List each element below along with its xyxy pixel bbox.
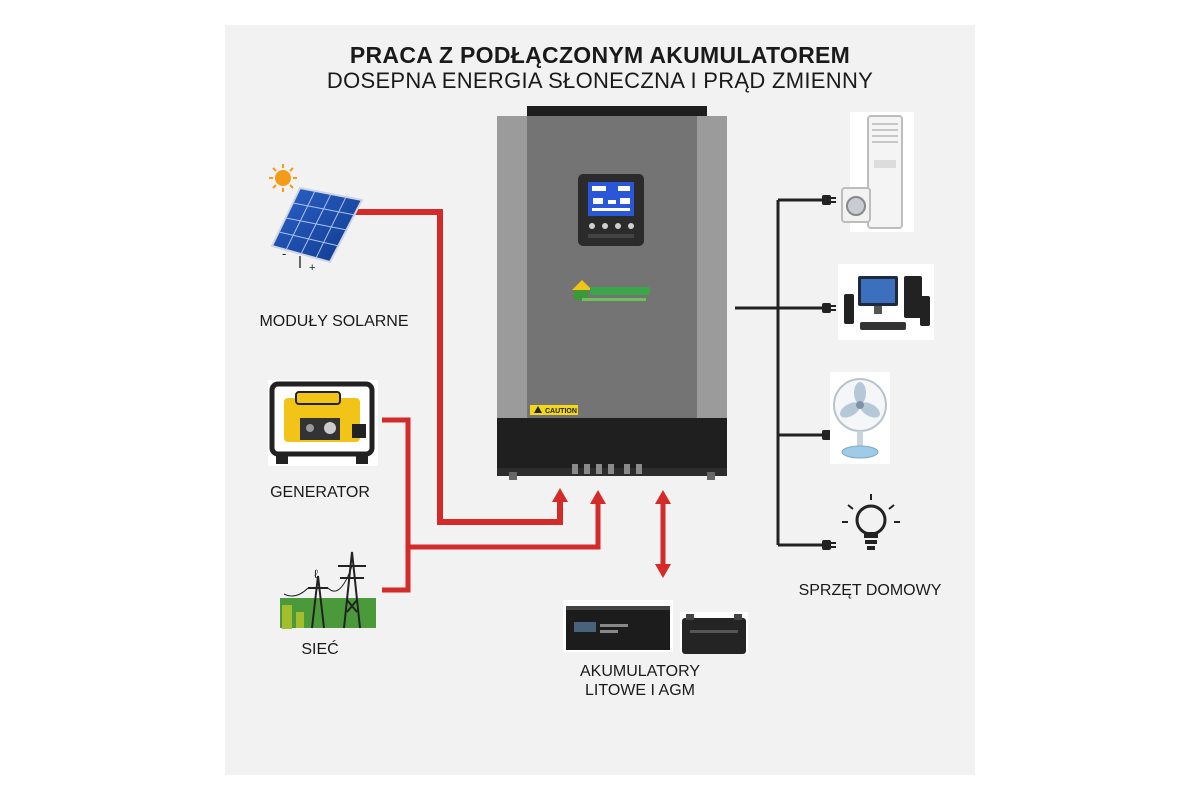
solar-wire-arrow bbox=[552, 488, 568, 502]
solar-modules-label: MODUŁY SOLARNE bbox=[259, 313, 409, 330]
caution-label: CAUTION bbox=[530, 405, 578, 415]
sun-icon bbox=[269, 164, 297, 192]
inverter-device bbox=[497, 106, 727, 480]
inverter-brand-logo bbox=[572, 280, 650, 301]
battery-label-line2: LITOWE I AGM bbox=[585, 682, 695, 699]
light-bulb-icon bbox=[842, 494, 900, 550]
generator-label: GENERATOR bbox=[270, 484, 370, 501]
ac-input-wire bbox=[408, 502, 601, 550]
battery-arrow-down bbox=[655, 564, 671, 578]
solar-minus-sign: - bbox=[282, 246, 286, 261]
solar-panel-icon bbox=[270, 186, 364, 268]
ac-input-arrow bbox=[590, 490, 606, 504]
battery-label: AKUMULATORY LITOWE I AGM bbox=[560, 662, 720, 700]
computer-icon bbox=[838, 264, 934, 340]
diagram-subtitle: DOSEPNA ENERGIA SŁONECZNA I PRĄD ZMIENNY bbox=[326, 68, 874, 93]
air-conditioner-icon bbox=[841, 112, 914, 232]
diagram-title: PRACA Z PODŁĄCZONYM AKUMULATOREM bbox=[349, 42, 851, 68]
svg-text:ℓ: ℓ bbox=[314, 567, 318, 581]
load-wires bbox=[735, 198, 822, 547]
generator-icon bbox=[268, 380, 378, 466]
grid-label: SIEĆ bbox=[301, 641, 339, 658]
power-grid-icon: ℓ bbox=[280, 551, 376, 629]
fan-icon bbox=[830, 372, 890, 464]
plug-icons bbox=[822, 195, 836, 550]
solar-wire bbox=[350, 209, 563, 525]
solar-plus-sign: + bbox=[309, 262, 315, 274]
inverter-lcd-display bbox=[578, 174, 644, 246]
generator-wire bbox=[382, 417, 411, 593]
caution-text: CAUTION bbox=[545, 408, 577, 415]
household-equipment-label: SPRZĘT DOMOWY bbox=[798, 582, 942, 599]
battery-icon bbox=[563, 600, 748, 654]
battery-arrow-up bbox=[655, 490, 671, 504]
battery-label-line1: AKUMULATORY bbox=[579, 663, 701, 680]
